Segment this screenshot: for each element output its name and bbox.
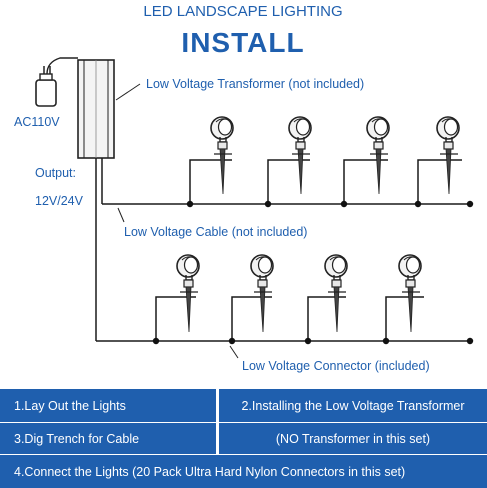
connector-dot <box>186 200 194 208</box>
connector-dot <box>340 200 348 208</box>
output-title: Output: <box>35 166 76 180</box>
power-label: AC110V <box>14 115 60 129</box>
connector-label: Low Voltage Connector (included) <box>242 359 430 373</box>
step-install-transformer: 2.Installing the Low Voltage Transformer <box>219 389 487 422</box>
low-voltage-cable <box>95 158 470 342</box>
connector-dot <box>264 200 272 208</box>
wiring-diagram: LED LANDSCAPE LIGHTING INSTALL AC110V Lo… <box>14 3 474 373</box>
upper-light-row <box>186 116 474 208</box>
connector-dot <box>228 337 236 345</box>
spotlight-icon <box>324 254 348 333</box>
header-title: INSTALL <box>181 27 304 58</box>
step-transformer-note: (NO Transformer in this set) <box>219 423 487 454</box>
spotlight-icon <box>210 116 234 195</box>
output-value: 12V/24V <box>35 194 84 208</box>
spotlight-icon <box>398 254 422 333</box>
spotlight-icon <box>366 116 390 195</box>
spotlight-icon <box>250 254 274 333</box>
transformer-label: Low Voltage Transformer (not included) <box>146 77 364 91</box>
connector-dot <box>414 200 422 208</box>
connector-dot <box>382 337 390 345</box>
connector-dot <box>304 337 312 345</box>
spotlight-icon <box>436 116 460 195</box>
connector-dot <box>152 337 160 345</box>
power-plug-icon <box>35 57 78 107</box>
spotlight-icon <box>176 254 200 333</box>
step-connect-lights: 4.Connect the Lights (20 Pack Ultra Hard… <box>0 455 487 488</box>
header-subtitle: LED LANDSCAPE LIGHTING <box>143 3 342 20</box>
transformer-leader-line <box>115 83 141 101</box>
cable-leader-line <box>117 207 125 223</box>
cable-label: Low Voltage Cable (not included) <box>124 225 307 239</box>
lower-light-row <box>152 254 474 345</box>
step-dig-trench: 3.Dig Trench for Cable <box>0 423 216 454</box>
install-steps-panel: 1.Lay Out the Lights 2.Installing the Lo… <box>0 389 487 488</box>
connector-dot <box>466 200 474 208</box>
spotlight-icon <box>288 116 312 195</box>
connector-leader-line <box>229 345 239 359</box>
transformer-icon <box>77 59 115 159</box>
step-lay-out-lights: 1.Lay Out the Lights <box>0 389 216 422</box>
connector-dot <box>466 337 474 345</box>
